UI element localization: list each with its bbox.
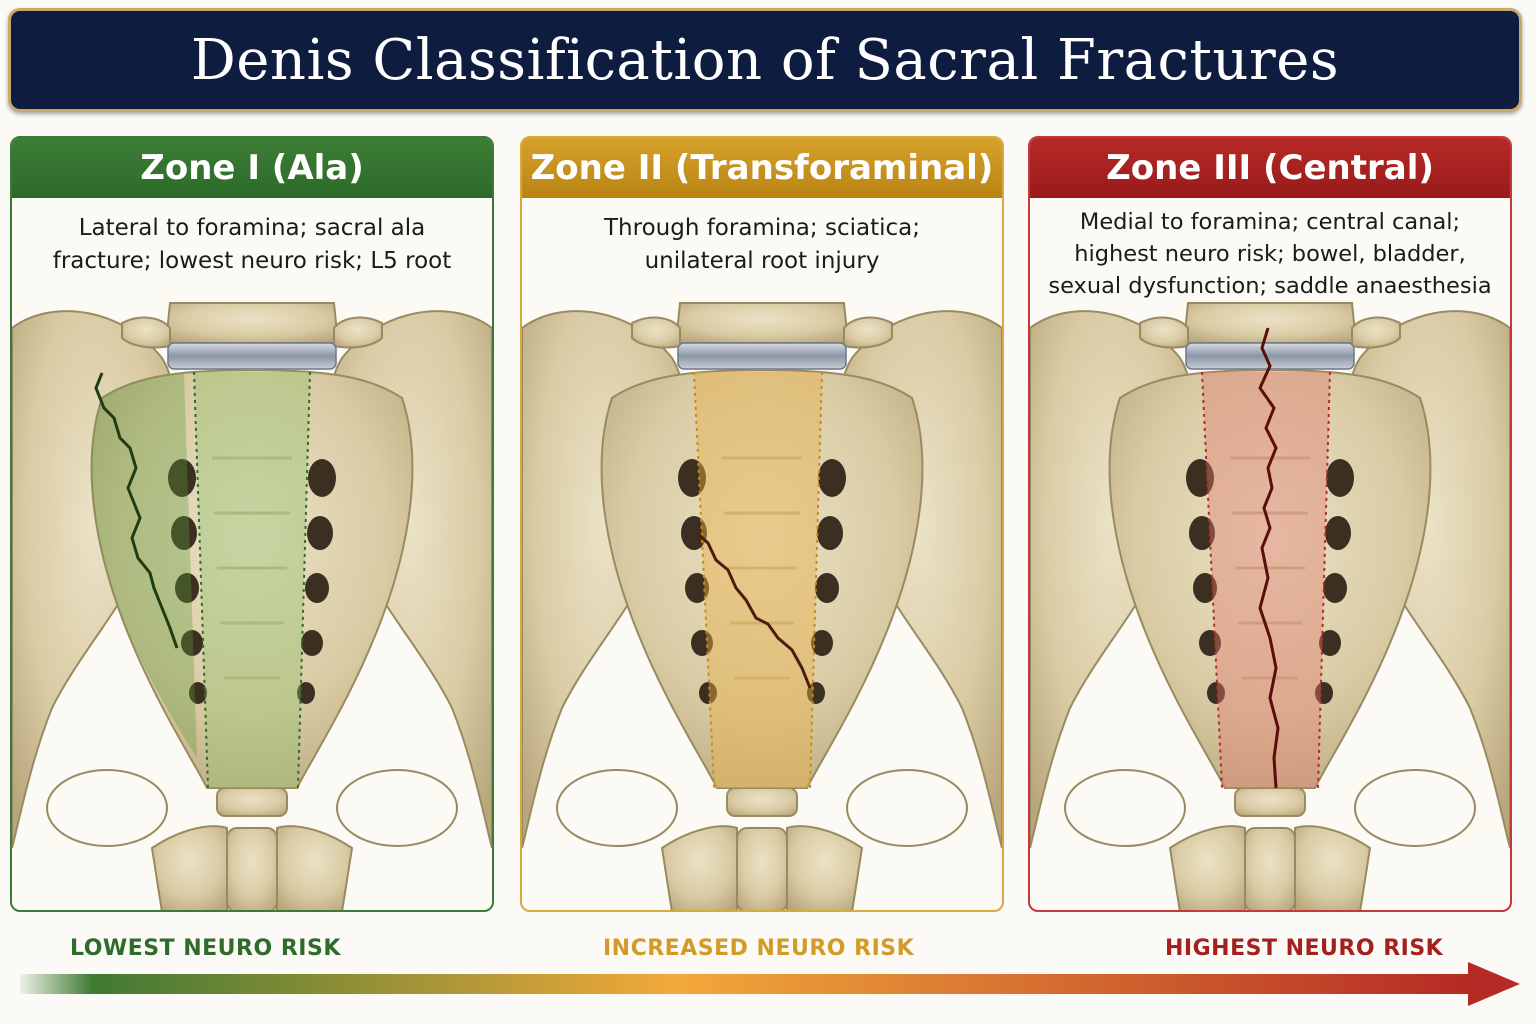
increased-risk-label: INCREASED NEURO RISK [603,936,915,961]
zone-3-desc-line: Medial to foramina; central canal; [1079,209,1461,235]
page-title: Denis Classification of Sacral Fractures [190,27,1340,93]
zone-1-central-band [194,372,310,788]
zone-2-panel: Zone II (Transforaminal) Through foramin… [520,136,1004,912]
title-bar: Denis Classification of Sacral Fractures [8,8,1522,112]
zone-1-fracture-line [94,372,179,649]
zone-1-pelvis-illustration [12,301,492,910]
zone-3-desc-line: highest neuro risk; bowel, bladder, [1074,241,1466,267]
zone-3-description: Medial to foramina; central canal; highe… [1044,206,1496,302]
highest-risk-label: HIGHEST NEURO RISK [1165,936,1444,961]
lowest-risk-label: LOWEST NEURO RISK [70,936,341,961]
zone-3-pelvis-illustration [1030,301,1510,910]
zone-2-desc-line: unilateral root injury [644,248,880,274]
zone-3-fracture-line [1258,327,1280,789]
zone-1-panel: Zone I (Ala) Lateral to foramina; sacral… [10,136,494,912]
zone-3-desc-line: sexual dysfunction; saddle anaesthesia [1048,273,1492,299]
zone-1-desc-line: fracture; lowest neuro risk; L5 root [52,248,452,274]
zone-1-description: Lateral to foramina; sacral ala fracture… [26,212,478,278]
zone-3-header: Zone III (Central) [1030,138,1510,198]
zone-2-pelvis-illustration [522,301,1002,910]
zone-2-description: Through foramina; sciatica; unilateral r… [536,212,988,278]
zone-2-central-band [694,372,822,788]
zone-1-desc-line: Lateral to foramina; sacral ala [78,215,426,241]
risk-gradient-arrow [20,962,1520,1006]
zone-2-fracture-line [695,531,812,689]
zone-3-panel: Zone III (Central) Medial to foramina; c… [1028,136,1512,912]
zone-2-desc-line: Through foramina; sciatica; [604,215,920,241]
zone-2-header: Zone II (Transforaminal) [522,138,1002,198]
zone-1-header: Zone I (Ala) [12,138,492,198]
